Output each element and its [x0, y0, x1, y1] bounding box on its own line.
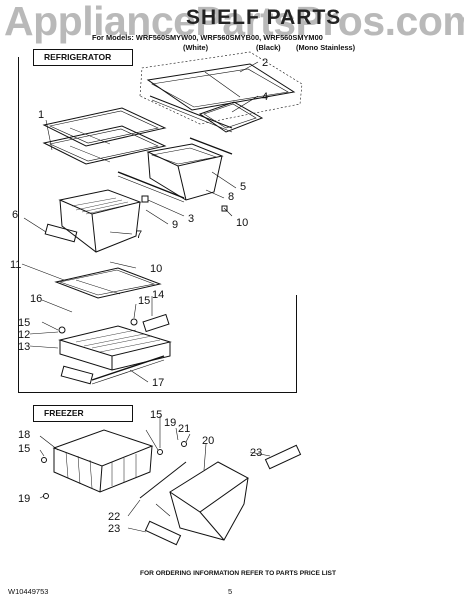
part-1-shelf-frame [42, 107, 167, 165]
part-11-glass-shelf [54, 267, 162, 299]
models-line: For Models: WRF560SMYW00, WRF560SMYB00, … [92, 33, 323, 42]
part-23-rail-left [144, 520, 182, 546]
part-2-shelf-glass [146, 63, 296, 111]
callout-9: 9 [172, 219, 178, 231]
callout-15a: 15 [138, 295, 150, 307]
callout-20: 20 [202, 435, 214, 447]
callout-5: 5 [240, 181, 246, 193]
refrigerator-label: REFRIGERATOR [33, 49, 133, 66]
frame-bottom-line [18, 392, 296, 394]
part-14-cover [142, 313, 170, 333]
callout-21: 21 [178, 423, 190, 435]
frame-right-line [296, 295, 298, 393]
callout-15c: 15 [150, 409, 162, 421]
callout-19a: 19 [164, 417, 176, 429]
part-7-drawer [58, 189, 142, 253]
callout-11: 11 [10, 259, 21, 271]
part-21-screw [181, 441, 187, 447]
watermark: AppliancePartsPros.com [4, 0, 464, 44]
part-number-labels: 1 2 3 4 5 6 7 8 9 10 10 11 12 13 14 15 1… [10, 57, 268, 535]
doc-number: W10449753 [8, 587, 49, 596]
callout-10b: 10 [150, 263, 162, 275]
callout-7: 7 [136, 229, 142, 241]
variant-mono: (Mono Stainless) [296, 43, 356, 52]
callout-15d: 15 [18, 443, 30, 455]
shelf-outline-dashed [139, 51, 303, 125]
callout-13: 13 [18, 341, 30, 353]
callout-22: 22 [108, 511, 120, 523]
callout-2: 2 [262, 57, 268, 69]
callout-8: 8 [228, 191, 234, 203]
part-12-screw [58, 326, 66, 334]
part-10-screw [221, 205, 228, 212]
callout-1: 1 [38, 109, 44, 121]
freezer-label: FREEZER [33, 405, 133, 422]
part-19-screw [43, 493, 49, 499]
part-22-rod [139, 461, 187, 499]
part-23-freezer-bin [169, 461, 249, 541]
variant-black: (Black) [256, 43, 281, 52]
callout-23a: 23 [250, 447, 262, 459]
shelf-rail [149, 95, 233, 129]
part-8-crisper-drawer [146, 143, 224, 201]
part-5-slide-rail [189, 137, 233, 155]
part-15-screw [130, 318, 138, 326]
callout-14: 14 [152, 289, 164, 301]
callout-19b: 19 [18, 493, 30, 505]
variant-white: (White) [183, 43, 209, 52]
callout-17: 17 [152, 377, 164, 389]
callout-12: 12 [18, 329, 30, 341]
page-number: 5 [228, 587, 233, 596]
callout-16: 16 [30, 293, 42, 305]
part-23-rail-right [264, 444, 302, 470]
callout-10a: 10 [236, 217, 248, 229]
callout-6: 6 [12, 209, 18, 221]
frame-left-line [18, 57, 20, 392]
page-title: SHELF PARTS [186, 6, 342, 29]
ordering-note: FOR ORDERING INFORMATION REFER TO PARTS … [140, 570, 336, 577]
part-13-deli-drawer [58, 325, 172, 371]
callout-3: 3 [188, 213, 194, 225]
part-9-clip [141, 195, 149, 203]
leader-lines [21, 61, 271, 533]
callout-18: 18 [18, 429, 30, 441]
callout-15b: 15 [18, 317, 30, 329]
part-6-cover [44, 223, 78, 243]
callout-4: 4 [262, 91, 268, 103]
part-15-screw-freezer [157, 449, 163, 455]
callout-23b: 23 [108, 523, 120, 535]
part-13-end-cap [60, 365, 94, 385]
part-3-slide-rail [117, 171, 185, 199]
part-18-freezer-basket [52, 429, 154, 493]
part-15-screw-left [41, 457, 47, 463]
